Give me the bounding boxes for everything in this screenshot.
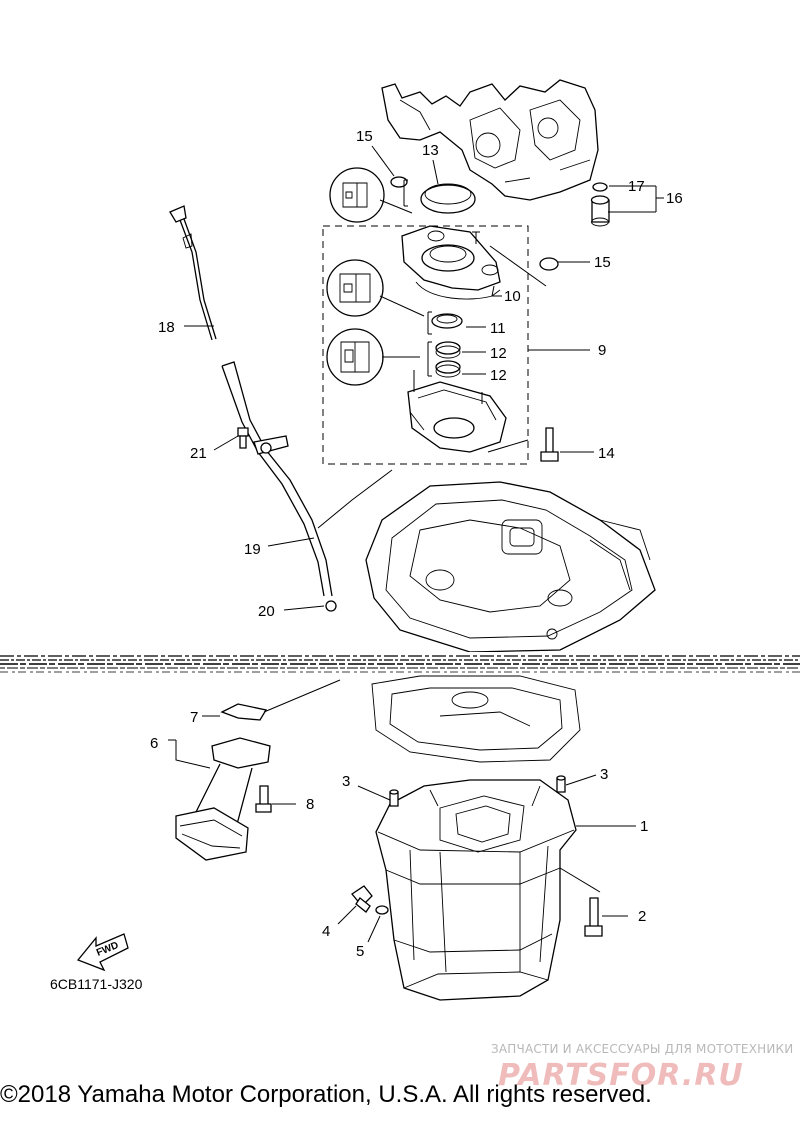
o-ring-15-top <box>390 176 408 188</box>
seal-detail-bubble-low <box>326 328 420 386</box>
section-break-band <box>0 652 800 676</box>
callout-21: 21 <box>190 445 207 462</box>
callout-11: 11 <box>490 320 506 337</box>
gasket-5 <box>375 905 389 915</box>
diagram-code: 6CB1171-J320 <box>50 976 143 992</box>
bolt-14 <box>540 427 559 462</box>
callout-6: 6 <box>150 735 158 752</box>
callout-labels: 1 2 3 3 4 5 6 7 8 9 10 11 12 12 13 14 15… <box>150 128 683 960</box>
drain-plug-4 <box>351 885 373 913</box>
callout-14: 14 <box>598 445 615 462</box>
housing-plate-upper <box>401 225 501 300</box>
bolt-21 <box>237 427 249 449</box>
exhaust-guide-upper <box>365 481 656 653</box>
callout-5: 5 <box>356 943 364 960</box>
callout-17: 17 <box>628 178 645 195</box>
oil-strainer-6 <box>175 703 271 861</box>
callout-9: 9 <box>598 342 606 359</box>
assembly-group-box <box>322 225 529 465</box>
dowel-pin-16 <box>590 182 610 227</box>
fwd-label: FWD <box>95 940 120 959</box>
callout-12-upper: 12 <box>490 345 507 362</box>
oil-seal-13 <box>420 183 476 214</box>
callout-1: 1 <box>640 818 648 835</box>
callout-15-right: 15 <box>594 254 611 271</box>
housing-plate-lower <box>407 370 507 453</box>
seal-detail-bubble-top <box>329 167 413 223</box>
oil-pan-1 <box>375 779 577 1001</box>
callout-3-right: 3 <box>600 766 608 783</box>
watermark-tagline: ЗАПЧАСТИ И АКСЕССУАРЫ ДЛЯ МОТОТЕХНИКИ <box>491 1042 794 1056</box>
callout-18: 18 <box>158 319 175 336</box>
dipstick-guide-19 <box>221 361 333 597</box>
seal-12-upper <box>435 341 461 359</box>
callout-8: 8 <box>306 796 314 813</box>
fwd-arrow-icon: FWD <box>76 933 129 972</box>
callout-10: 10 <box>504 288 521 305</box>
callout-3-left: 3 <box>342 773 350 790</box>
callout-20: 20 <box>258 603 275 620</box>
callout-7: 7 <box>190 709 198 726</box>
copyright-notice: ©2018 Yamaha Motor Corporation, U.S.A. A… <box>0 1081 652 1108</box>
watermark-logo: PARTSFOR.RU <box>498 1058 744 1093</box>
o-ring-20 <box>325 600 337 612</box>
seal-11 <box>427 311 463 335</box>
callout-13: 13 <box>422 142 439 159</box>
seal-12-lower <box>427 341 461 378</box>
dipstick-18 <box>169 205 217 341</box>
bolt-8 <box>255 785 272 813</box>
gasket-lower <box>371 675 581 763</box>
dowel-pin-3-left <box>389 789 399 807</box>
callout-16: 16 <box>666 190 683 207</box>
bolt-2 <box>584 897 603 937</box>
dowel-pin-3-right <box>556 775 566 793</box>
leader-lines <box>168 145 664 943</box>
engine-block-drawing <box>381 79 599 201</box>
seal-detail-bubble-mid <box>326 259 425 317</box>
o-ring-15-right <box>539 257 559 271</box>
callout-4: 4 <box>322 923 330 940</box>
callout-15-top: 15 <box>356 128 373 145</box>
callout-12-lower: 12 <box>490 367 507 384</box>
callout-19: 19 <box>244 541 261 558</box>
callout-2: 2 <box>638 908 646 925</box>
